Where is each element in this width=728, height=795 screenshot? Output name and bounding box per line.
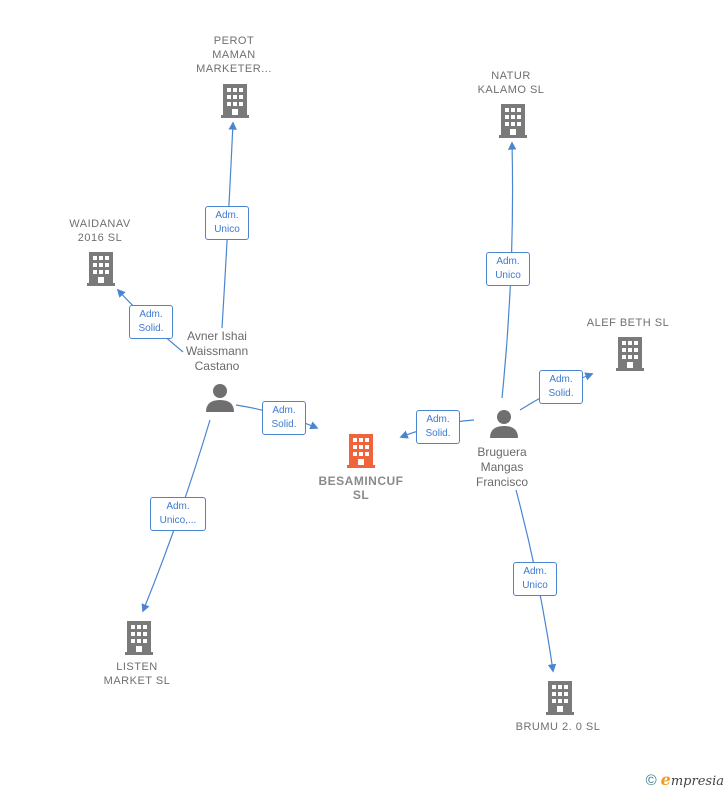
empresia-logo: empresia: [660, 770, 724, 789]
building-icon: [87, 252, 115, 286]
building-icon: [221, 84, 249, 118]
person-icon: [206, 384, 234, 412]
building-icon-main: [347, 434, 375, 468]
edge-label-avner-perot[interactable]: Adm. Unico: [205, 206, 249, 240]
edge-label-avner-waidanav[interactable]: Adm. Solid.: [129, 305, 173, 339]
company-label-brumu[interactable]: BRUMU 2. 0 SL: [515, 721, 601, 733]
building-icon: [616, 337, 644, 371]
company-label-waidanav[interactable]: WAIDANAV 2016 SL: [69, 218, 131, 244]
edge-label-avner-listen[interactable]: Adm. Unico,...: [150, 497, 206, 531]
footer-brand: ©empresia: [646, 770, 724, 789]
company-label-natur[interactable]: NATUR KALAMO SL: [477, 70, 545, 96]
edge-label-avner-besamincuf[interactable]: Adm. Solid.: [262, 401, 306, 435]
building-icon: [125, 621, 153, 655]
person-label-avner[interactable]: Avner Ishai Waissmann Castano: [185, 329, 249, 373]
copyright-icon: ©: [645, 772, 657, 789]
edge-label-bruguera-brumu[interactable]: Adm. Unico: [513, 562, 557, 596]
building-icon: [499, 104, 527, 138]
edge-label-bruguera-besamincuf[interactable]: Adm. Solid.: [416, 410, 460, 444]
edge-label-bruguera-natur[interactable]: Adm. Unico: [486, 252, 530, 286]
company-label-perot[interactable]: PEROT MAMAN MARKETER...: [196, 35, 272, 75]
person-label-bruguera[interactable]: Bruguera Mangas Francisco: [475, 445, 528, 489]
edge-label-bruguera-alef[interactable]: Adm. Solid.: [539, 370, 583, 404]
building-icon: [546, 681, 574, 715]
person-icon: [490, 410, 518, 438]
company-label-alef[interactable]: ALEF BETH SL: [586, 317, 670, 329]
company-label-listen[interactable]: LISTEN MARKET SL: [103, 661, 171, 687]
company-label-besamincuf[interactable]: BESAMINCUF SL: [318, 474, 404, 502]
